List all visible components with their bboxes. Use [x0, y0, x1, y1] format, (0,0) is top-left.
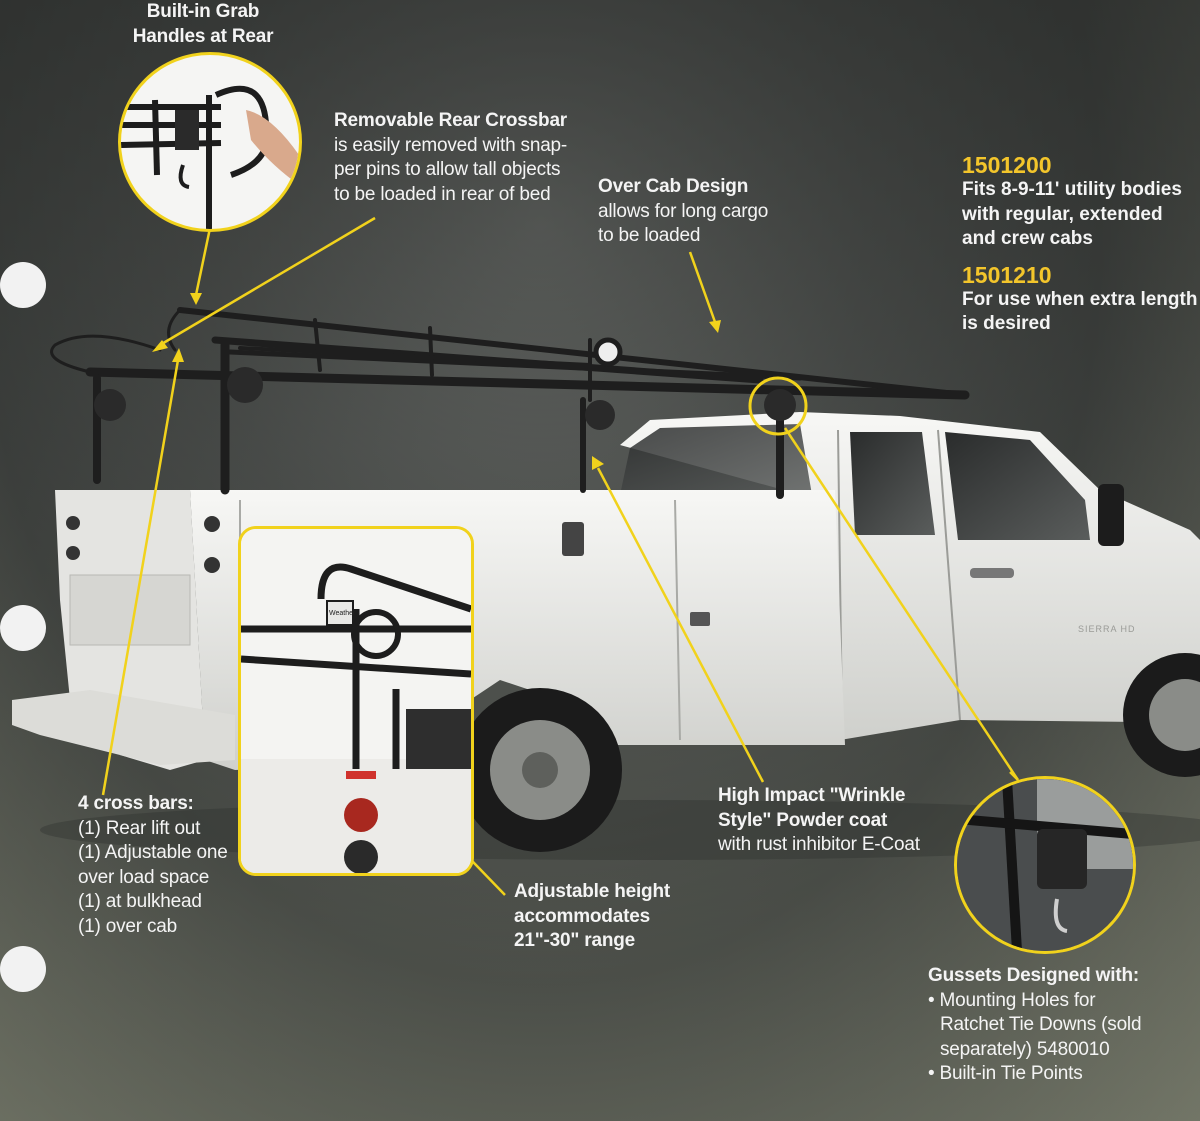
part-number-1: 1501200 — [962, 152, 1052, 178]
part-2-desc-line1: For use when extra length — [962, 288, 1198, 310]
rack-label: Weather — [329, 610, 356, 617]
powder-coat-line1: with rust inhibitor E-Coat — [718, 834, 920, 855]
gussets-bullet1-line3: separately) 5480010 — [940, 1038, 1110, 1060]
adjustable-line1: Adjustable height — [514, 881, 670, 902]
adjustable-line2: accommodates — [514, 905, 650, 927]
part-1-desc-line1: Fits 8-9-11' utility bodies — [962, 179, 1182, 200]
over-cab-callout: Over Cab Design allows for long cargo to… — [598, 175, 768, 249]
grab-handles-title-line2: Handles at Rear — [132, 25, 274, 47]
part-1-desc-line3: and crew cabs — [962, 228, 1093, 249]
truck-badge: SIERRA HD — [1078, 624, 1136, 634]
gussets-bullet2: • Built-in Tie Points — [928, 1063, 1083, 1084]
cross-bars-item-2: (1) Adjustable one — [78, 842, 228, 863]
powder-coat-callout: High Impact "Wrinkle Style" Powder coat … — [718, 784, 920, 858]
gussets-bullet1-line1: • Mounting Holes for — [928, 989, 1096, 1011]
grab-handle-detail-photo — [118, 52, 302, 232]
powder-coat-title-line1: High Impact "Wrinkle — [718, 785, 906, 806]
gusset-detail-photo — [954, 776, 1136, 954]
cross-bars-item-4: (1) at bulkhead — [78, 891, 202, 912]
adjustable-height-callout: Adjustable height accommodates 21"-30" r… — [514, 880, 670, 954]
gussets-title: Gussets Designed with: — [928, 965, 1139, 986]
over-cab-line1: allows for long cargo — [598, 200, 769, 222]
cross-bars-item-1: (1) Rear lift out — [78, 817, 201, 839]
gussets-bullet1-line2: Ratchet Tie Downs (sold — [940, 1014, 1142, 1035]
grab-handles-callout: Built-in Grab Handles at Rear — [128, 0, 278, 49]
rear-crossbar-title: Removable Rear Crossbar — [334, 110, 568, 131]
part-number-2: 1501210 — [962, 261, 1052, 288]
part-1-desc-line2: with regular, extended — [962, 203, 1163, 225]
adjustable-line3: 21"-30" range — [514, 930, 636, 951]
rear-crossbar-callout: Removable Rear Crossbar is easily remove… — [334, 109, 567, 207]
binder-hole-top — [0, 262, 46, 308]
over-cab-line2: to be loaded — [598, 225, 701, 246]
grab-handles-title-line1: Built-in Grab — [146, 1, 260, 22]
over-cab-title: Over Cab Design — [598, 176, 749, 197]
rear-crossbar-line3: to be loaded in rear of bed — [334, 183, 551, 205]
part-listing: 1501200 Fits 8-9-11' utility bodies with… — [962, 152, 1198, 337]
cross-bars-title: 4 cross bars: — [78, 793, 194, 814]
adjustable-height-detail-photo: Weather — [238, 526, 474, 876]
part-2-desc-line2: is desired — [962, 313, 1051, 334]
cross-bars-item-3: over load space — [78, 866, 210, 888]
rear-crossbar-line2: per pins to allow tall objects — [334, 159, 561, 180]
rear-crossbar-line1: is easily removed with snap- — [334, 134, 568, 156]
gussets-callout: Gussets Designed with: • Mounting Holes … — [928, 964, 1142, 1087]
binder-hole-middle — [0, 605, 46, 651]
binder-hole-bottom — [0, 946, 46, 992]
cross-bars-callout: 4 cross bars: (1) Rear lift out (1) Adju… — [78, 792, 228, 939]
powder-coat-title-line2: Style" Powder coat — [718, 809, 888, 831]
cross-bars-item-5: (1) over cab — [78, 915, 177, 937]
